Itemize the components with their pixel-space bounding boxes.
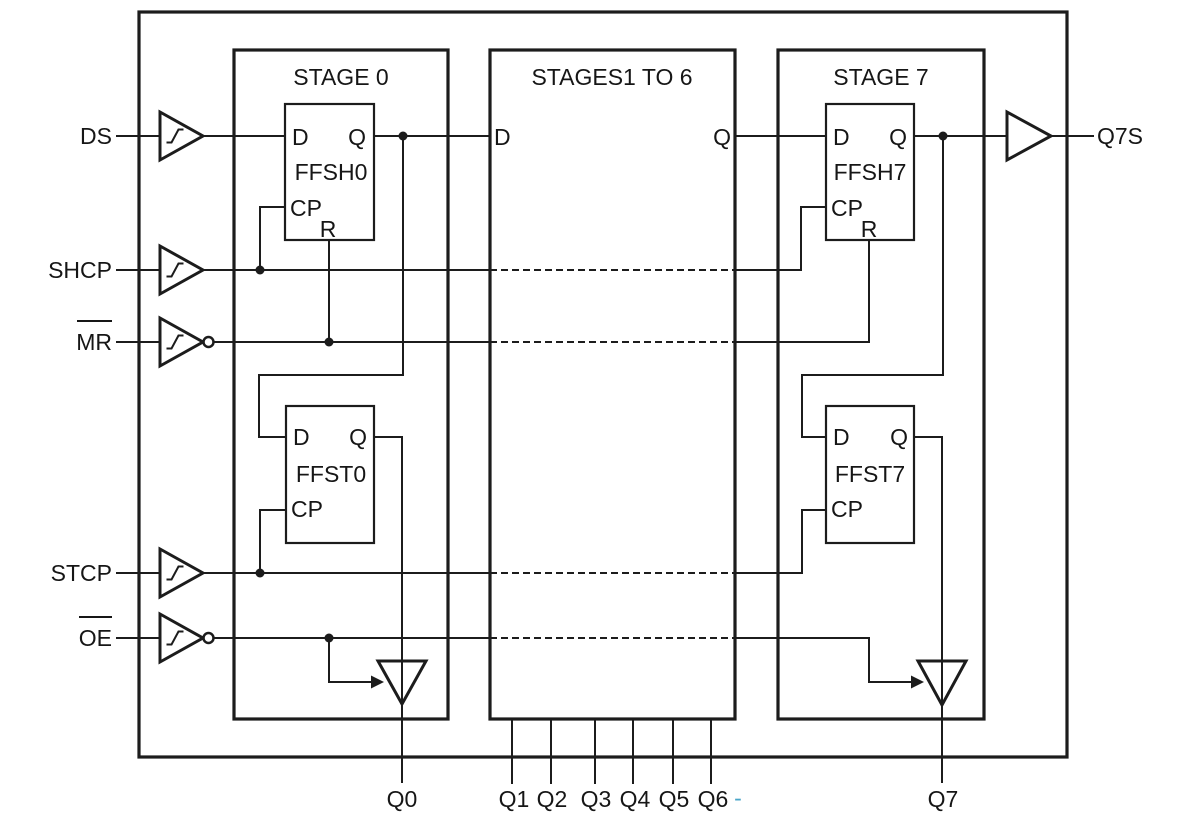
oe-inversion-bubble-icon xyxy=(202,631,215,645)
ds-buffer xyxy=(158,109,207,163)
output-label-q5: Q5 xyxy=(659,786,690,812)
ffsh0-name: FFSH0 xyxy=(295,159,368,185)
wire-ffsh7-q-to-ffst7-d xyxy=(801,136,944,438)
ffst7-pin-d: D xyxy=(833,424,850,450)
wire-oe-to-q0-buffer xyxy=(328,638,371,683)
ffst7-pin-cp: CP xyxy=(831,496,863,522)
output-label-q0: Q0 xyxy=(387,786,418,812)
labels: DS SHCP MR STCP OE STAGE 0 STAGES1 TO 6 … xyxy=(48,64,1143,812)
ffsh7-box xyxy=(824,102,916,242)
output-label-q3: Q3 xyxy=(581,786,612,812)
mr-buffer xyxy=(158,315,207,369)
wire-mr-to-ffsh7-r xyxy=(735,240,870,343)
wire-stcp-to-ffst0-cp xyxy=(259,509,286,573)
chip-outline xyxy=(137,10,1069,759)
ffsh0-pin-cp: CP xyxy=(290,195,322,221)
junction-dot xyxy=(255,265,265,275)
ffsh7-pin-cp: CP xyxy=(831,195,863,221)
input-buffers xyxy=(158,109,215,665)
junction-dot xyxy=(938,131,948,141)
schmitt-trigger-icon xyxy=(166,565,184,581)
ffsh0-box xyxy=(283,102,376,242)
pin-label-q7s: Q7S xyxy=(1097,123,1143,149)
ffsh7-pin-d: D xyxy=(833,124,850,150)
ffst0-pin-cp: CP xyxy=(291,496,323,522)
output-label-q1: Q1 xyxy=(499,786,530,812)
ffst7-pin-q: Q xyxy=(890,424,908,450)
ffst7-name: FFST7 xyxy=(835,461,905,487)
wire-ffsh0-q-to-ffst0-d xyxy=(258,136,404,438)
output-label-q4: Q4 xyxy=(620,786,651,812)
ffst0-name: FFST0 xyxy=(296,461,366,487)
wires xyxy=(116,135,1094,784)
ffsh0-pin-r: R xyxy=(320,216,337,242)
schmitt-trigger-icon xyxy=(166,630,184,646)
ffst0-pin-d: D xyxy=(293,424,310,450)
wire-shcp-to-ffsh7-cp xyxy=(735,206,826,271)
stages-pin-d: D xyxy=(494,124,511,150)
pin-label-ds: DS xyxy=(80,123,112,149)
stcp-buffer xyxy=(158,546,207,600)
q7s-output-buffer xyxy=(1005,109,1055,163)
stage0-title: STAGE 0 xyxy=(293,64,388,90)
output-label-q6: Q6 xyxy=(698,786,729,812)
ffsh7-name: FFSH7 xyxy=(834,159,907,185)
stray-dash-mark: - xyxy=(734,785,742,811)
stage7-title: STAGE 7 xyxy=(833,64,928,90)
enable-arrowhead-icon xyxy=(911,675,924,689)
wire-ffst0-q-to-q0 xyxy=(374,436,403,783)
ffst0-box xyxy=(284,404,376,545)
ffst7-box xyxy=(824,404,916,545)
shcp-buffer xyxy=(158,243,207,297)
stage0-box xyxy=(232,48,450,721)
pin-label-shcp: SHCP xyxy=(48,257,112,283)
junction-dot xyxy=(324,337,334,347)
q7-tristate-buffer xyxy=(915,659,969,709)
ffsh0-pin-d: D xyxy=(292,124,309,150)
output-label-q2: Q2 xyxy=(537,786,568,812)
junction-dot xyxy=(255,568,265,578)
wire-ffst7-q-to-q7 xyxy=(914,436,943,783)
ffsh7-pin-q: Q xyxy=(889,124,907,150)
ffst0-pin-q: Q xyxy=(349,424,367,450)
mr-inversion-bubble-icon xyxy=(202,335,215,349)
junction-dots xyxy=(255,131,948,643)
stages-1-to-6-title: STAGES1 TO 6 xyxy=(531,64,692,90)
pin-label-mr: MR xyxy=(76,329,112,355)
stages-1-to-6-box xyxy=(488,48,737,721)
stage7-box xyxy=(776,48,986,721)
pin-label-stcp: STCP xyxy=(51,560,112,586)
ffsh7-pin-r: R xyxy=(861,216,878,242)
schmitt-trigger-icon xyxy=(166,262,184,278)
schmitt-trigger-icon xyxy=(166,334,184,350)
enable-arrowhead-icon xyxy=(371,675,384,689)
junction-dot xyxy=(398,131,408,141)
wire-stcp-to-ffst7-cp xyxy=(735,509,826,574)
wire-oe-to-q7-buffer xyxy=(735,637,911,683)
junction-dot xyxy=(324,633,334,643)
pin-label-oe: OE xyxy=(79,625,112,651)
schmitt-trigger-icon xyxy=(166,128,184,144)
oe-buffer xyxy=(158,611,207,665)
ffsh0-pin-q: Q xyxy=(348,124,366,150)
dashed-rails xyxy=(490,269,735,639)
q0-tristate-buffer xyxy=(375,659,429,708)
wire-shcp-to-ffsh0-cp xyxy=(259,206,285,270)
output-label-q7: Q7 xyxy=(928,786,959,812)
stages-pin-q: Q xyxy=(713,124,731,150)
